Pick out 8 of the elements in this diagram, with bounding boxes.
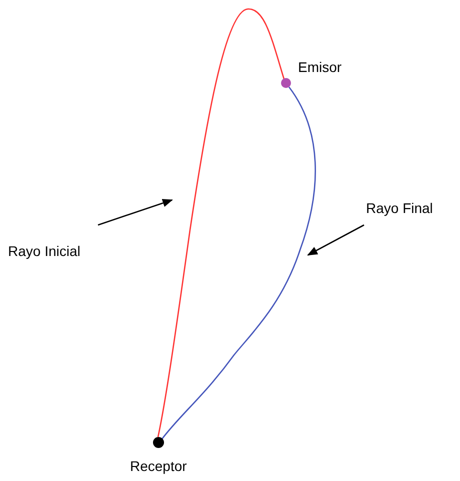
ray-curve (161, 86, 316, 440)
point-label: Receptor (130, 457, 187, 476)
point-label: Emisor (298, 58, 342, 77)
leader-arrow (98, 199, 173, 226)
ray-curve (157, 8, 285, 438)
ray-label: Rayo Inicial (8, 241, 80, 261)
ray-label: Rayo Final (366, 198, 433, 218)
leader-arrow (307, 224, 364, 256)
